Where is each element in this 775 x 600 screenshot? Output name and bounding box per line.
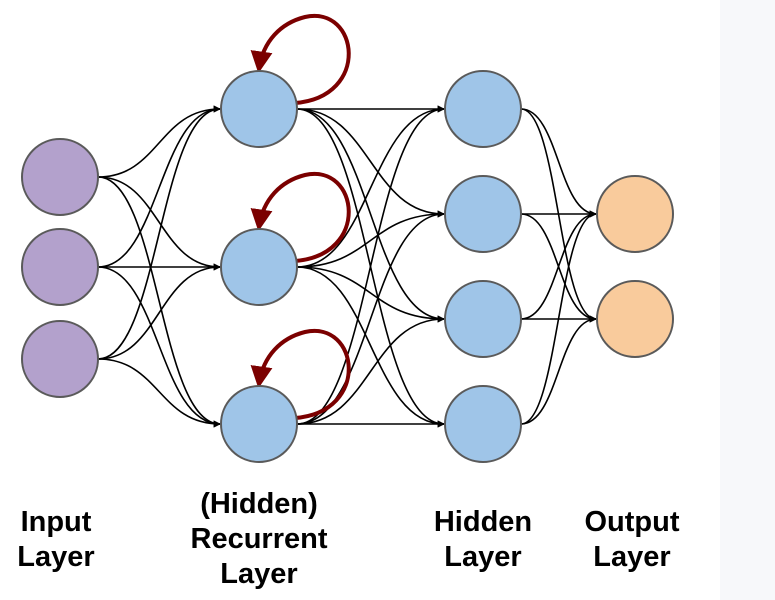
label-recurrent-line3: Layer [220, 558, 298, 590]
output-neuron-1 [596, 175, 674, 253]
edge-hidden-1-to-output-1 [520, 108, 597, 218]
edge-input-2-to-recurrent-1 [97, 105, 221, 268]
label-recurrent-line2: Recurrent [190, 523, 328, 555]
edge-input-3-to-recurrent-3 [97, 358, 221, 428]
hidden-neuron-4 [444, 385, 522, 463]
recurrent-loops [250, 13, 351, 420]
edge-hidden-3-to-output-1 [520, 210, 597, 320]
edge-hidden-4-to-output-1 [520, 210, 597, 425]
recurrent-neuron-2 [220, 228, 298, 306]
edge-input-1-to-recurrent-3 [97, 176, 221, 428]
edge-recurrent-2-to-hidden-4 [296, 266, 445, 428]
edge-hidden-4-to-output-2 [520, 315, 597, 425]
input-neuron-1 [21, 138, 99, 216]
label-input-line1: Input [20, 506, 92, 538]
label-hidden-line2: Layer [444, 541, 522, 573]
edge-input-2-to-recurrent-3 [97, 266, 221, 428]
edge-recurrent-3-to-hidden-3 [296, 315, 445, 425]
edge-recurrent-2-to-hidden-2 [296, 210, 445, 268]
output-neuron-2 [596, 280, 674, 358]
label-input-line2: Layer [17, 541, 95, 573]
hidden-neuron-1 [444, 70, 522, 148]
recurrent-neuron-1 [220, 70, 298, 148]
recurrent-loop-3 [250, 328, 351, 420]
edge-recurrent-1-to-hidden-3 [296, 108, 445, 323]
recurrent-loop-1 [250, 13, 351, 105]
edge-recurrent-2-to-hidden-3 [296, 266, 445, 323]
neurons [21, 70, 674, 463]
hidden-neuron-3 [444, 280, 522, 358]
edge-recurrent-3-to-hidden-1 [296, 105, 445, 425]
recurrent-neuron-3 [220, 385, 298, 463]
recurrent-loop-2 [250, 171, 351, 263]
edge-input-1-to-recurrent-1 [97, 105, 221, 178]
connections [97, 105, 597, 428]
hidden-neuron-2 [444, 175, 522, 253]
edge-input-3-to-recurrent-1 [97, 105, 221, 360]
label-output-line1: Output [584, 506, 680, 538]
edge-recurrent-1-to-hidden-2 [296, 108, 445, 218]
input-neuron-3 [21, 320, 99, 398]
label-output-layer: Output Layer [570, 505, 694, 575]
label-hidden-line1: Hidden [433, 506, 533, 538]
label-hidden-layer: Hidden Layer [418, 505, 548, 575]
side-panel [720, 0, 775, 600]
input-neuron-2 [21, 228, 99, 306]
label-output-line2: Layer [593, 541, 671, 573]
label-input-layer: Input Layer [0, 505, 112, 575]
edge-recurrent-3-to-hidden-2 [296, 210, 445, 425]
label-recurrent-layer: (Hidden) Recurrent Layer [174, 487, 344, 592]
edge-recurrent-2-to-hidden-1 [296, 105, 445, 268]
label-recurrent-line1: (Hidden) [200, 488, 318, 520]
edge-input-3-to-recurrent-2 [97, 263, 221, 360]
edge-input-1-to-recurrent-2 [97, 176, 221, 271]
